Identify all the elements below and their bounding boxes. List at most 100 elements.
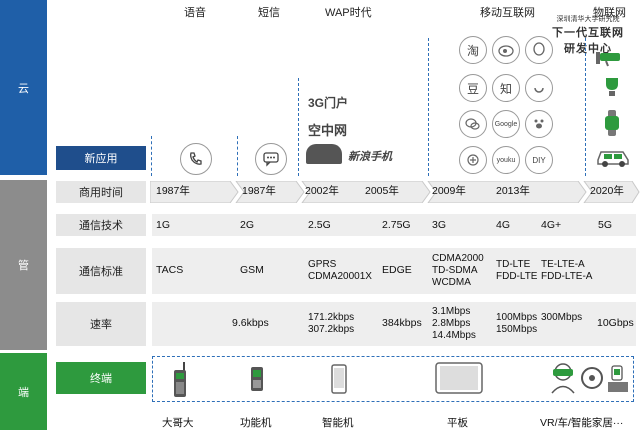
rate-2-75g: 384kbps <box>382 317 422 329</box>
row-label-tech: 通信技术 <box>56 214 146 236</box>
std-cdma20001x: CDMA20001X <box>308 271 372 282</box>
device-label-feature: 功能机 <box>240 417 272 429</box>
qq-icon <box>525 36 553 64</box>
tech-2-5g: 2.5G <box>308 219 331 231</box>
std-te-lte-a: TE-LTE-A <box>541 259 585 270</box>
logo-kongzhong: 空中网 <box>308 120 347 139</box>
zhihu-icon-text: 知 <box>499 81 512 96</box>
didi-icon <box>525 74 553 102</box>
year-6: 2013年 <box>496 185 530 197</box>
std-tacs: TACS <box>156 264 184 276</box>
taobao-icon-text: 淘 <box>466 43 479 58</box>
timeline-arrows <box>150 181 640 203</box>
cctv-camera-icon <box>596 50 626 73</box>
new-app-box: 新应用 <box>56 146 146 170</box>
wechat-icon <box>459 110 487 138</box>
std-gprs: GPRS <box>308 259 337 270</box>
header-iot: 物联网 <box>593 7 626 19</box>
tech-5g: 5G <box>598 219 613 231</box>
car-steering-icon <box>580 366 604 397</box>
watermark-line2: 下一代互联网 <box>552 27 624 39</box>
iqiyi-icon: DIY <box>525 146 553 174</box>
device-label-tablet: 平板 <box>447 417 468 429</box>
rate-2-5g-b: 307.2kbps <box>308 324 355 335</box>
phone-icon <box>180 143 212 175</box>
divider-4 <box>428 38 429 176</box>
divider-1 <box>151 136 152 176</box>
row-label-time-text: 商用时间 <box>79 187 123 199</box>
iqiyi-icon-text: DIY <box>532 155 546 165</box>
terminal-box <box>152 356 634 402</box>
youku-icon: youku <box>492 146 520 174</box>
tablet-icon <box>435 362 483 399</box>
smart-home-icon <box>606 364 630 399</box>
header-mobile-internet: 移动互联网 <box>480 7 535 19</box>
logo-sina-mobile-text: 新浪手机 <box>348 151 392 163</box>
douban-icon-text: 豆 <box>466 81 479 96</box>
std-cdma2000: CDMA2000 <box>432 253 484 264</box>
section-cloud: 云 <box>0 0 47 175</box>
logo-sina-mobile: 新浪手机 <box>348 148 392 164</box>
smartphone-icon <box>331 364 347 399</box>
section-end-label: 端 <box>18 386 29 399</box>
rate-4g-b: 150Mbps <box>496 324 538 335</box>
tech-2-75g: 2.75G <box>382 219 411 231</box>
std-wcdma: WCDMA <box>432 277 471 288</box>
year-2: 1987年 <box>242 185 276 197</box>
year-4: 2005年 <box>365 185 399 197</box>
row-label-rate: 速率 <box>56 302 146 346</box>
new-app-label: 新应用 <box>84 153 118 165</box>
feature-phone-icon <box>250 366 264 397</box>
section-end: 端 <box>0 353 47 430</box>
header-wap: WAP时代 <box>325 7 372 19</box>
tech-1g: 1G <box>156 219 171 231</box>
rate-3g-a: 3.1Mbps <box>432 306 471 317</box>
monternet-logo <box>306 144 342 164</box>
row-label-terminal: 终端 <box>56 362 146 394</box>
year-1: 1987年 <box>156 185 190 197</box>
row-tech <box>152 214 636 236</box>
car-icon <box>595 146 631 173</box>
std-gsm: GSM <box>240 264 264 276</box>
divider-2 <box>237 136 238 176</box>
watermark-line1: 深圳清华大学研究院 <box>556 16 620 23</box>
youku-icon-text: youku <box>496 156 516 164</box>
douban-icon: 豆 <box>459 74 487 102</box>
taobao-icon: 淘 <box>459 36 487 64</box>
wap-logos: 3G门户 空中网 新浪手机 <box>304 86 422 174</box>
rate-2-5g-a: 171.2kbps <box>308 312 355 323</box>
rate-4g-a: 100Mbps <box>496 312 538 323</box>
std-edge: EDGE <box>382 264 412 276</box>
row-standard <box>152 248 636 294</box>
tech-2g: 2G <box>240 219 255 231</box>
rate-4g-plus: 300Mbps <box>541 312 583 323</box>
std-td-sdma: TD-SDMA <box>432 265 478 276</box>
rate-3g-c: 14.4Mbps <box>432 330 476 341</box>
plus-app-icon <box>459 146 487 174</box>
std-fdd-lte: FDD-LTE <box>496 271 538 282</box>
smart-light-icon <box>603 76 621 103</box>
header-voice: 语音 <box>184 7 206 19</box>
row-label-standard: 通信标准 <box>56 248 146 294</box>
zhihu-icon: 知 <box>492 74 520 102</box>
year-7: 2020年 <box>590 185 624 197</box>
google-icon-text: Google <box>494 120 518 128</box>
std-td-lte: TD-LTE <box>496 259 531 270</box>
std-fdd-lte-a: FDD-LTE-A <box>541 271 593 282</box>
logo-kongzhong-text: 空中网 <box>308 123 348 138</box>
vr-headset-icon <box>548 362 578 399</box>
row-label-terminal-text: 终端 <box>90 373 112 385</box>
device-label-brick: 大哥大 <box>162 417 194 429</box>
weibo-icon <box>492 36 520 64</box>
section-cloud-label: 云 <box>18 82 29 95</box>
rate-5g: 10Gbps <box>597 317 634 329</box>
smartwatch-icon <box>604 110 620 141</box>
tech-4g-plus: 4G+ <box>541 219 562 231</box>
section-pipe-label: 管 <box>18 260 29 272</box>
row-label-time: 商用时间 <box>56 181 146 203</box>
baidu-icon <box>525 110 553 138</box>
year-5: 2009年 <box>432 185 466 197</box>
row-label-rate-text: 速率 <box>90 319 112 331</box>
tech-4g: 4G <box>496 219 511 231</box>
logo-3g-portal: 3G门户 <box>308 94 348 111</box>
